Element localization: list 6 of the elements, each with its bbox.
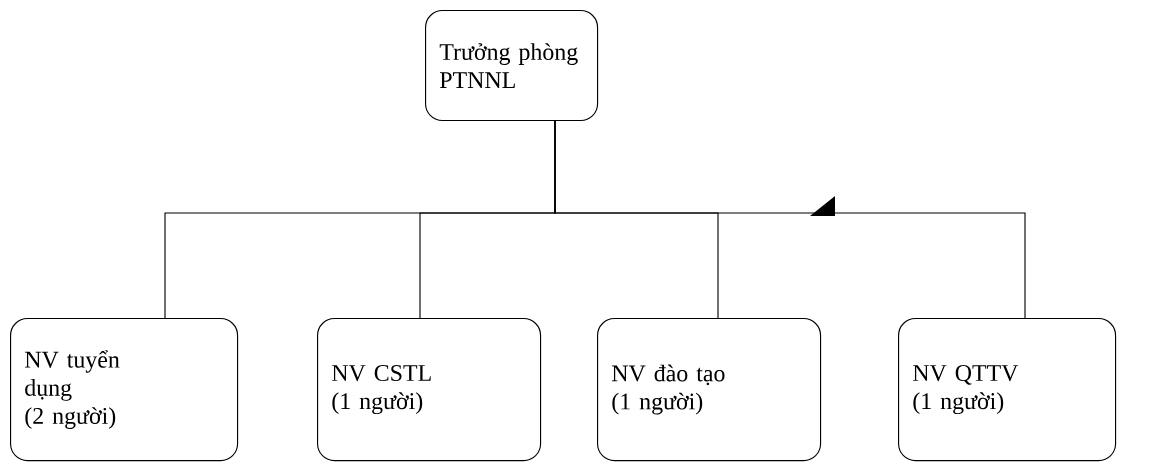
org-box: NV đào tạo (1 người) <box>597 318 822 462</box>
org-box: NV QTTV (1 người) <box>898 318 1117 462</box>
org-box: NV CSTL (1 người) <box>317 318 542 462</box>
org-box: Trưởng phòng PTNNL <box>425 10 599 122</box>
connector-line <box>554 120 1026 319</box>
org-box: NV tuyển dụng (2 người) <box>10 318 239 462</box>
